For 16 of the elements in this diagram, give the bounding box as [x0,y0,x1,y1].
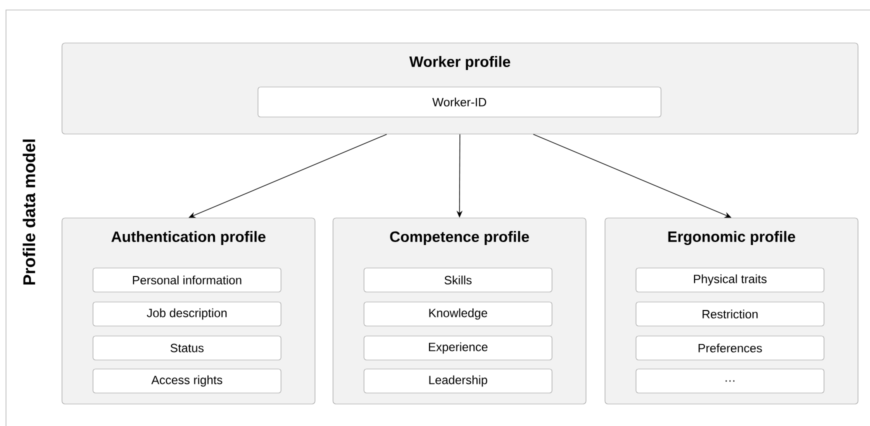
side-title: Profile data model [22,140,36,285]
field-box: Restriction [636,302,824,326]
field-box: … [636,368,824,394]
arrow [532,134,732,218]
field-box: Status [92,336,282,360]
field-box: Personal information [92,268,282,292]
field-box: Access rights [92,368,282,394]
arrow [188,134,388,218]
field-box: Knowledge [364,302,552,326]
field-box: Experience [364,336,552,360]
field-box: Skills [364,268,552,292]
field-box: Leadership [364,368,552,394]
field-box: Preferences [636,336,824,360]
field-box: Worker-ID [258,86,662,118]
field-box: Physical traits [636,268,824,292]
field-box: Job description [92,302,282,326]
